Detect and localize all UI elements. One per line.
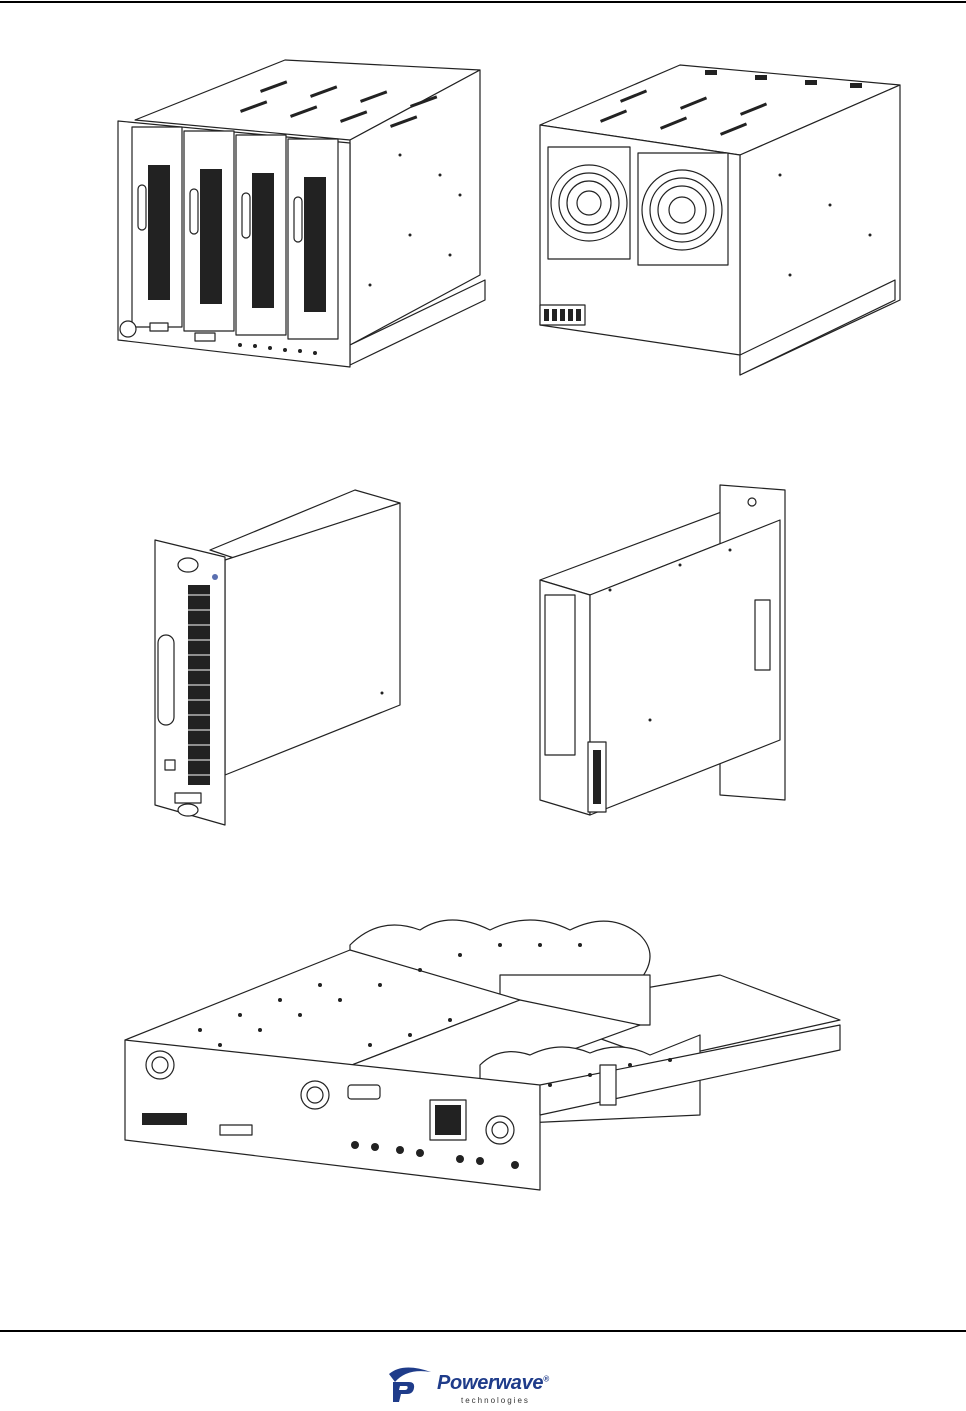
module-front-figure: [150, 485, 410, 835]
module-rear-figure: [530, 480, 800, 825]
logo-registered: ®: [543, 1374, 549, 1383]
subrack-front-figure: [110, 55, 495, 385]
powerwave-logo-mark-icon: [383, 1364, 435, 1404]
footer-rule: [0, 1330, 966, 1332]
powerwave-logo: Powerwave® technologies: [383, 1364, 573, 1408]
subrack-rear-figure: [530, 55, 915, 385]
combiner-shelf-figure: [120, 915, 850, 1195]
logo-wordmark: Powerwave®: [437, 1372, 549, 1395]
header-rule: [0, 1, 966, 3]
logo-subtitle: technologies: [461, 1396, 530, 1405]
